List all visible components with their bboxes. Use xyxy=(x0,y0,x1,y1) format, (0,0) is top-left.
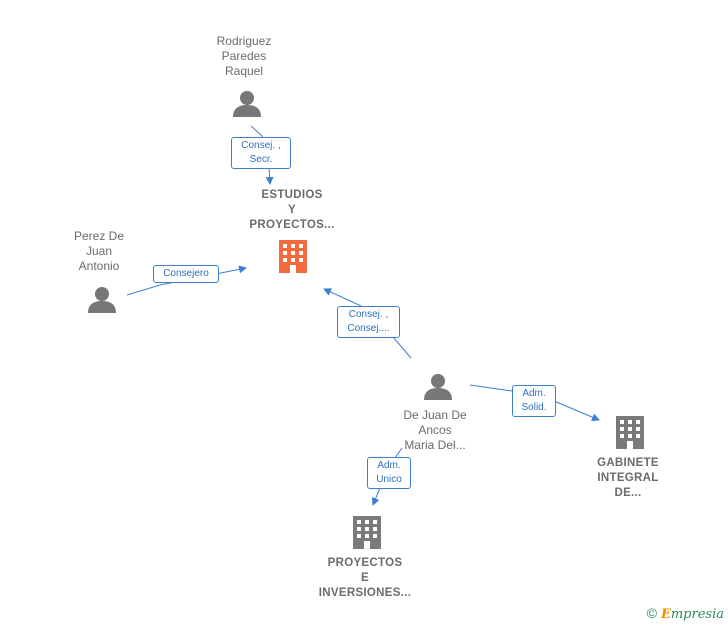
edge-label-dejuan-proyectos[interactable]: Adm. Unico xyxy=(367,457,411,489)
copyright-symbol: © xyxy=(646,605,657,621)
empresia-watermark: ©Empresia xyxy=(647,605,724,622)
edge-label-rodriguez-estudios[interactable]: Consej. , Secr. xyxy=(231,137,291,169)
person-icon xyxy=(88,287,116,313)
building-icon xyxy=(353,516,381,549)
building-icon xyxy=(616,416,644,449)
node-label-perez[interactable]: Perez De Juan Antonio xyxy=(73,229,125,273)
node-label-rodriguez[interactable]: Rodriguez Paredes Raquel xyxy=(216,34,272,78)
person-icon xyxy=(233,91,261,117)
building-icon xyxy=(279,240,307,273)
person-icon xyxy=(424,374,452,400)
node-label-gabinete[interactable]: GABINETE INTEGRAL DE... xyxy=(597,457,659,499)
empresia-logo: Empresia xyxy=(660,607,724,622)
edge-label-dejuan-estudios[interactable]: Consej. , Consej.... xyxy=(337,306,400,338)
node-label-estudios[interactable]: ESTUDIOS Y PROYECTOS... xyxy=(249,189,335,231)
node-label-proyectos[interactable]: PROYECTOS E INVERSIONES... xyxy=(318,557,412,599)
edge-label-dejuan-gabinete[interactable]: Adm. Solid. xyxy=(512,385,556,417)
node-label-dejuan[interactable]: De Juan De Ancos Maria Del... xyxy=(403,408,467,452)
edge-label-perez-estudios[interactable]: Consejero xyxy=(153,265,219,283)
